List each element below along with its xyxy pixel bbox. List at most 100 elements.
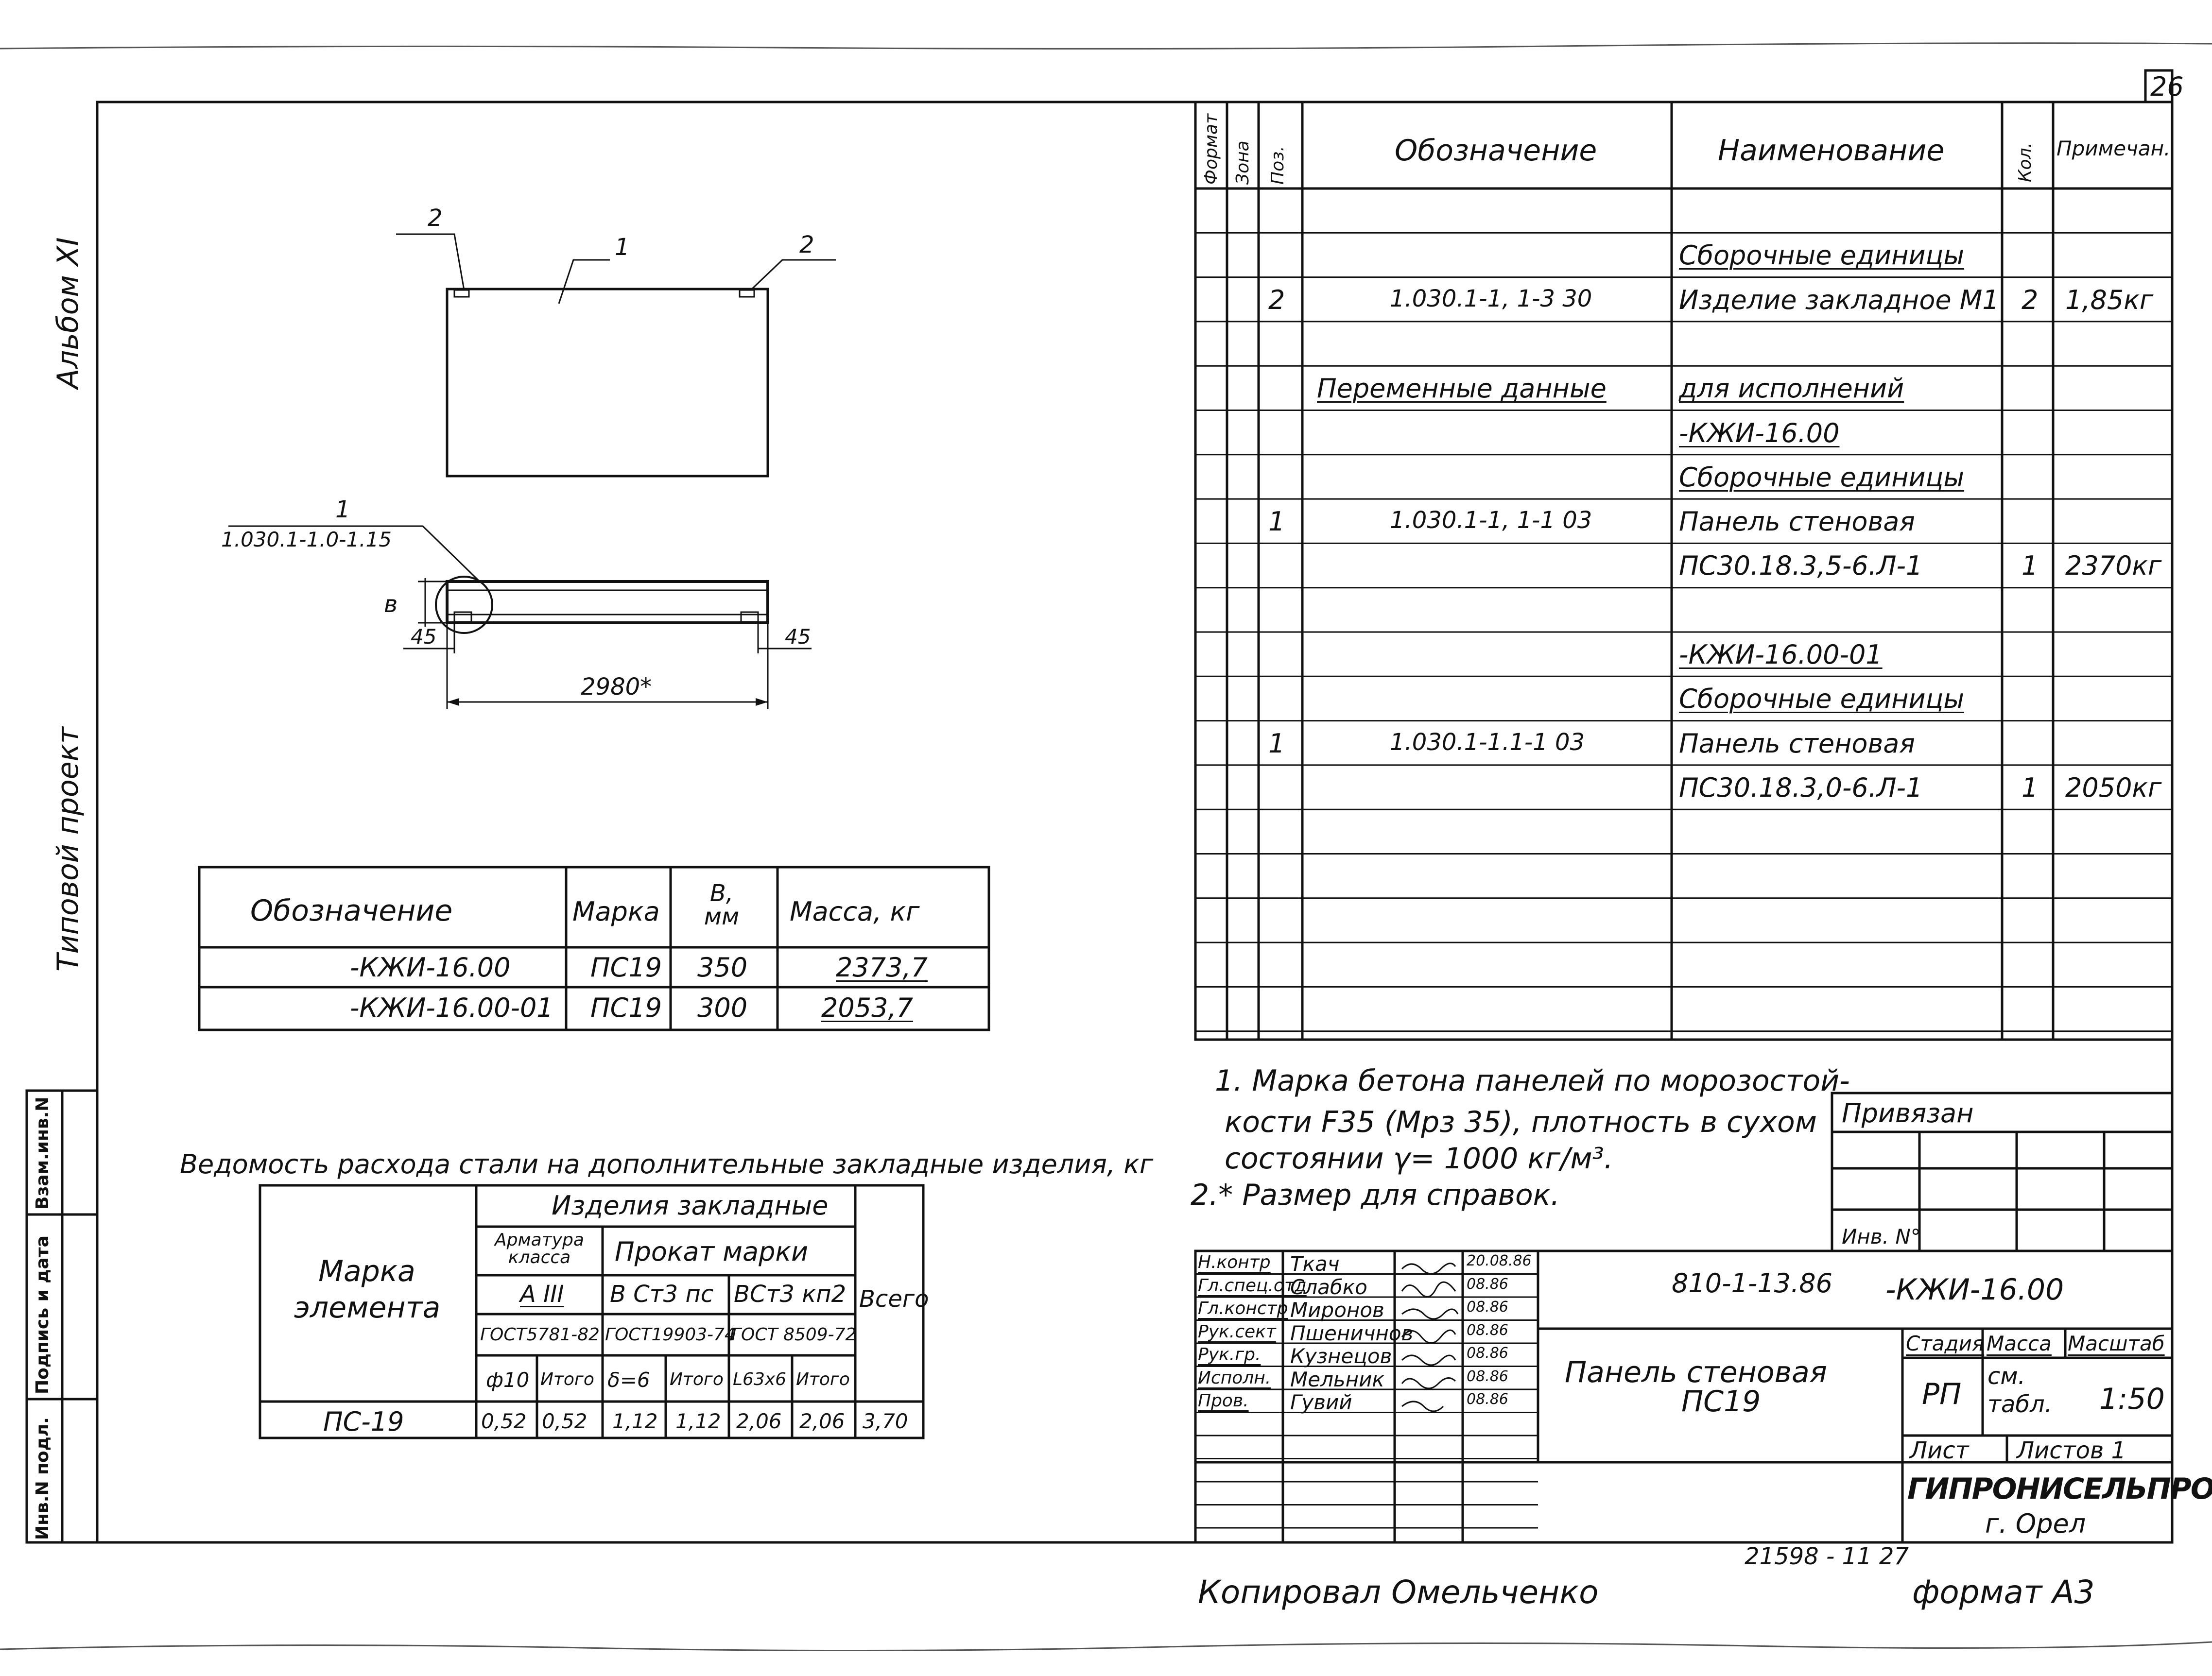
tb-mass-label: Масса (1987, 1332, 2052, 1355)
tb-signer-name: Гувий (1290, 1390, 1352, 1414)
tb-inv-no: Инв. N° (1842, 1225, 1921, 1248)
trim-edge-bottom (0, 1641, 2212, 1652)
tb-signer-date: 08.86 (1467, 1368, 1508, 1385)
trim-edge-top (0, 42, 2212, 50)
mark-h-mark: Марка (572, 896, 660, 927)
callout-2-left: 2 (428, 205, 443, 232)
steel-h-st3kp2: ВСт3 кп2 (734, 1281, 847, 1308)
footer-copied: Копировал Омельченко (1198, 1573, 1599, 1611)
tb-signer-role: Н.контр (1198, 1252, 1271, 1272)
tb-signer-date: 08.86 (1467, 1275, 1508, 1293)
steel-title: Ведомость расхода стали на дополнительны… (180, 1149, 1154, 1180)
spec-cell-note: 1,85кг (2065, 284, 2154, 315)
steel-h-itogo1: Итого (540, 1369, 594, 1389)
tb-signer-role: Пров. (1198, 1391, 1249, 1411)
mark-r2-mark: ПС19 (590, 992, 662, 1023)
detail-callout-num: 1 (335, 496, 350, 523)
title-block-lines (1194, 1092, 2174, 1544)
tb-linked: Привязан (1842, 1098, 1974, 1129)
steel-h-gost3: ГОСТ 8509-72 (731, 1325, 857, 1345)
signatures (1401, 1263, 1459, 1412)
spec-h-zone: Зона (1233, 140, 1253, 185)
tb-signer-date: 08.86 (1467, 1299, 1508, 1316)
mark-r2-b: 300 (697, 992, 748, 1023)
note-line-3: состоянии γ= 1000 кг/м³. (1225, 1142, 1613, 1176)
steel-r-delta6: 1,12 (612, 1409, 658, 1433)
spec-cell-name: ПС30.18.3,5-6.Л-1 (1679, 550, 1923, 581)
spec-cell-name: Панель стеновая (1679, 506, 1915, 537)
steel-r-itogo3: 2,06 (799, 1409, 845, 1433)
steel-h-itogo2: Итого (670, 1369, 724, 1389)
spec-cell-name: Сборочные единицы (1679, 240, 1965, 271)
dim-right: 45 (785, 625, 811, 649)
spec-cell-designation: 1.030.1-1, 1-1 03 (1390, 507, 1592, 534)
tb-signer-date: 08.86 (1467, 1391, 1508, 1408)
spec-cell-pos: 1 (1268, 728, 1285, 759)
spec-cell-name: -КЖИ-16.00 (1679, 417, 1840, 448)
tb-signer-name: Мельник (1290, 1367, 1384, 1391)
spec-h-note: Примечан. (2056, 137, 2171, 160)
note-line-2: кости F35 (Мрз 35), плотность в сухом (1225, 1105, 1817, 1139)
tb-signer-name: Ткач (1290, 1252, 1340, 1276)
panel-section-view (228, 525, 812, 709)
tb-signer-role: Гл.спец.отд (1198, 1275, 1307, 1296)
tb-signer-name: Пшеничнов (1290, 1321, 1414, 1345)
tb-sheets-label: Листов 1 (2017, 1437, 2126, 1464)
steel-h-st3ps: В Ст3 пс (610, 1281, 714, 1308)
margin-field-replace: Взам.инв.N (33, 1096, 52, 1210)
steel-table-lines (259, 1184, 925, 1439)
margin-field-sign: Подпись и дата (33, 1235, 52, 1394)
dim-thickness: в (384, 591, 398, 618)
spec-h-pos: Поз. (1268, 146, 1288, 185)
dim-left: 45 (411, 625, 437, 649)
tb-sheet-label: Лист (1910, 1437, 1969, 1464)
tb-signer-role: Рук.сект (1198, 1321, 1276, 1342)
album-label: Альбом XI (51, 237, 85, 389)
note-line-1: 1. Марка бетона панелей по морозостой- (1215, 1064, 1850, 1098)
steel-h-delta6: δ=6 (607, 1368, 650, 1392)
steel-h-total: Всего (859, 1285, 929, 1313)
steel-h-angle: L63x6 (733, 1369, 787, 1389)
steel-h-itogo3: Итого (796, 1369, 850, 1389)
spec-h-designation: Обозначение (1395, 134, 1597, 168)
spec-cell-pos: 2 (1268, 284, 1285, 315)
steel-h-phi10: ф10 (486, 1368, 530, 1392)
dim-length: 2980* (581, 673, 652, 701)
sheet-frame (96, 101, 2174, 1544)
tb-scale-label: Масштаб (2068, 1332, 2165, 1355)
tb-signer-date: 08.86 (1467, 1345, 1508, 1362)
steel-h-gost1: ГОСТ5781-82 (480, 1325, 600, 1345)
tb-signer-name: Кузнецов (1290, 1344, 1392, 1368)
footer-order-no: 21598 - 11 27 (1745, 1543, 1909, 1570)
tb-signer-name: Слабко (1290, 1275, 1367, 1299)
spec-cell-pos: 1 (1268, 506, 1285, 537)
callout-2-right: 2 (799, 231, 814, 258)
tb-doc-code: 810-1-13.86 (1672, 1268, 1832, 1299)
spec-cell-name: Изделие закладное М1 (1679, 284, 1999, 315)
steel-h-group: Изделия закладные (552, 1190, 829, 1221)
mark-h-thickness: В, мм (704, 880, 740, 930)
mark-r2-designation: -КЖИ-16.00-01 (350, 992, 553, 1023)
margin-field-inv: Инв.N подл. (33, 1417, 52, 1540)
footer-format: формат А3 (1912, 1573, 2095, 1611)
tb-doc-mark: -КЖИ-16.00 (1885, 1273, 2064, 1307)
spec-table-frame (1194, 101, 2174, 1041)
spec-cell-qty: 1 (2022, 550, 2039, 581)
spec-cell-name: для исполнений (1679, 373, 1904, 404)
spec-cell-qty: 2 (2022, 284, 2039, 315)
panel-plan-view (396, 233, 836, 478)
spec-cell-name: ПС30.18.3,0-6.Л-1 (1679, 772, 1923, 803)
steel-h-mark: Марка элемента (294, 1254, 441, 1325)
spec-cell-note: 2050кг (2065, 772, 2162, 803)
mark-table-lines (198, 866, 990, 1031)
mark-r1-mass: 2373,7 (836, 952, 928, 983)
steel-r-itogo2: 1,12 (675, 1409, 721, 1433)
note-line-4: 2.* Размер для справок. (1191, 1178, 1560, 1212)
callout-1: 1 (615, 234, 630, 261)
tb-mass: см. табл. (1987, 1363, 2052, 1418)
spec-cell-designation: Переменные данные (1317, 373, 1607, 404)
spec-cell-name: Панель стеновая (1679, 728, 1915, 759)
tb-signer-role: Гл.констр (1198, 1299, 1288, 1318)
tb-signer-role: Исполн. (1198, 1368, 1271, 1388)
